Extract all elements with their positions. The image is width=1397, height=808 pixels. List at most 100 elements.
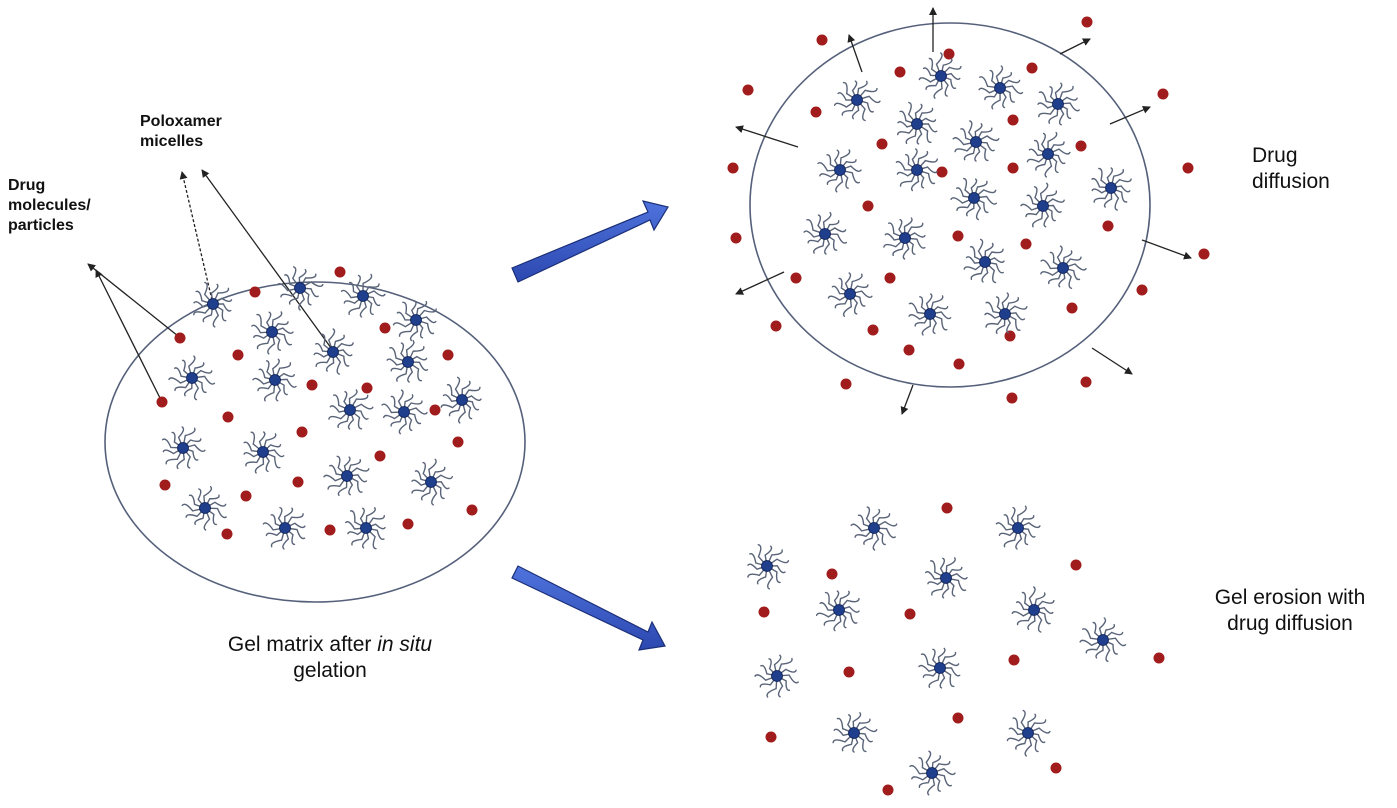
- diffusion-arrow: [735, 271, 785, 295]
- drug-label-line-3: particles: [8, 217, 74, 234]
- micelle: [243, 431, 285, 474]
- drug-particle: [334, 266, 346, 278]
- drug-particle: [1004, 330, 1016, 342]
- micelle: [392, 300, 437, 342]
- poloxamer-label-line-1: Poloxamer: [140, 113, 222, 130]
- diffusion-gel-circle: [749, 22, 1151, 388]
- micelle: [328, 389, 374, 430]
- micelle: [345, 507, 386, 550]
- micelle: [1091, 167, 1132, 211]
- drug-particle: [816, 34, 828, 46]
- drug-particle: [466, 504, 478, 516]
- micelle: [1020, 182, 1065, 228]
- micelle: [984, 292, 1028, 335]
- drug-particle: [240, 490, 252, 502]
- gel-matrix-label: Gel matrix after in situ gelation: [150, 632, 510, 685]
- drug-particle: [1075, 140, 1087, 152]
- drug-particle: [159, 479, 171, 491]
- micelle: [252, 358, 297, 402]
- diffusion-arrow: [1091, 347, 1133, 375]
- drug-particle: [1081, 16, 1093, 28]
- micelle: [1079, 617, 1127, 663]
- drug-particle: [222, 411, 234, 423]
- micelle: [276, 266, 324, 311]
- drug-particle: [840, 378, 852, 390]
- poloxamer-label-line-2: micelles: [140, 133, 204, 150]
- diffusion-arrow: [1059, 38, 1091, 55]
- drug-particle: [324, 524, 336, 536]
- drug-particle: [904, 608, 916, 620]
- drug-particle: [1066, 302, 1078, 314]
- poloxamer-micelles: [161, 52, 1132, 796]
- drug-particle: [1136, 284, 1148, 296]
- micelle: [1026, 131, 1071, 178]
- drug-particles: [156, 16, 1210, 796]
- diffusion-arrow: [735, 125, 799, 148]
- drug-particle: [249, 286, 261, 298]
- drug-particle: [452, 436, 464, 448]
- gel-matrix-label-line-2: gelation: [293, 659, 367, 683]
- micelle: [909, 750, 956, 796]
- poloxamer-micelles-label: Poloxamer micelles: [140, 112, 222, 152]
- pointer-arrow-drug-2: [95, 269, 163, 403]
- drug-diffusion-line-1: Drug: [1252, 144, 1298, 167]
- micelle: [1006, 709, 1051, 757]
- drug-particle: [1182, 162, 1194, 174]
- drug-particle: [843, 666, 855, 678]
- drug-particle: [742, 84, 754, 96]
- drug-particle: [1007, 114, 1019, 126]
- micelle: [895, 148, 938, 192]
- pointer-arrow-micelle-2: [201, 169, 335, 353]
- drug-particle: [941, 502, 953, 514]
- drug-molecules-label: Drug molecules/ particles: [8, 176, 91, 236]
- drug-diffusion-label: Drug diffusion: [1252, 143, 1330, 196]
- micelle: [440, 376, 482, 424]
- drug-particle: [810, 106, 822, 118]
- micelle: [381, 389, 428, 435]
- drug-particle: [867, 324, 879, 336]
- drug-particle: [953, 358, 965, 370]
- drug-particle: [1080, 376, 1092, 388]
- drug-particle: [730, 232, 742, 244]
- drug-particle: [232, 349, 244, 361]
- gel-matrix-prefix: Gel matrix after: [227, 633, 378, 656]
- diffusion-arrow: [847, 34, 863, 73]
- drug-particle: [1020, 238, 1032, 250]
- drug-particle: [894, 66, 906, 78]
- gel-erosion-label: Gel erosion with drug diffusion: [1190, 585, 1390, 638]
- micelle: [833, 80, 881, 122]
- micelle: [815, 590, 860, 632]
- drug-particle: [374, 450, 386, 462]
- drug-particle: [943, 48, 955, 60]
- pointer-arrows: [87, 169, 335, 403]
- drug-particle: [1006, 392, 1018, 404]
- diffusion-arrow: [1141, 239, 1192, 260]
- micelle: [978, 65, 1024, 110]
- gel-matrix-label-line-1: Gel matrix after in situ: [150, 632, 510, 658]
- micelle: [411, 458, 453, 506]
- pointer-arrow-micelle-1: [179, 171, 213, 301]
- micelle: [754, 654, 799, 698]
- drug-particle: [1157, 88, 1169, 100]
- micelle: [323, 455, 370, 497]
- drug-particle: [306, 379, 318, 391]
- drug-particle: [1007, 162, 1019, 174]
- drug-particle: [1050, 762, 1062, 774]
- micelle: [827, 272, 873, 317]
- micelle: [918, 647, 961, 689]
- micelle: [747, 544, 790, 590]
- drug-particle: [790, 272, 802, 284]
- process-arrow-to-erosion: [511, 565, 666, 651]
- drug-particle: [884, 272, 896, 284]
- drug-particle: [1070, 559, 1082, 571]
- drug-particle: [882, 784, 894, 796]
- micelle: [952, 120, 1000, 162]
- drug-particle: [429, 404, 441, 416]
- micelle: [918, 52, 962, 99]
- micelle: [161, 426, 206, 470]
- micelle: [883, 217, 926, 260]
- micelle: [832, 712, 878, 753]
- gel-matrix-italic: in situ: [377, 633, 433, 656]
- drug-particle: [758, 606, 770, 618]
